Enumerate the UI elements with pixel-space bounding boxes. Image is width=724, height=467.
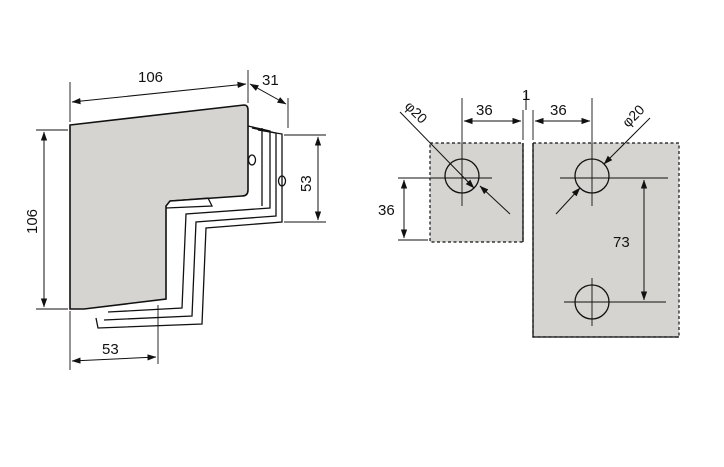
dim-label-right-height: 53 (298, 175, 315, 192)
hinge-back-layer-3 (95, 129, 283, 329)
glass-cutout-view: φ20 φ20 36 1 36 36 73 (378, 87, 680, 338)
dim-label-left-height: 106 (24, 209, 41, 234)
dim-label-hole-spacing: 73 (613, 234, 630, 251)
dim-line-depth (249, 83, 287, 105)
dim-label-vertical-offset: 36 (378, 202, 395, 219)
dim-label-offset-left: 36 (476, 102, 493, 119)
hinge-side-view: 106 31 106 53 53 (24, 69, 326, 370)
dim-line-bottom-width (71, 354, 157, 364)
hole-right-leader (603, 117, 651, 165)
hole-right-leader-2 (555, 187, 581, 215)
glass-panel-right (532, 142, 680, 338)
hinge-back-layer-1 (107, 125, 271, 313)
dim-label-bottom-width: 53 (102, 341, 119, 358)
dim-line-top-width (71, 81, 247, 105)
glass-panel-right-edge (532, 143, 679, 338)
dim-label-top-width: 106 (138, 69, 163, 86)
dim-label-depth: 31 (262, 72, 279, 89)
glass-panel-left (429, 142, 524, 243)
dim-label-gap: 1 (522, 87, 530, 104)
hole-left-diameter-label: φ20 (402, 98, 431, 127)
hole-left-leader (399, 111, 475, 189)
hole-right-diameter-label: φ20 (619, 101, 648, 130)
hinge-back-layer-2 (103, 127, 277, 321)
dim-label-offset-right: 36 (550, 102, 567, 119)
hinge-screw-hole-lower (277, 175, 287, 187)
hole-left-leader-2 (479, 185, 511, 215)
hinge-screw-hole-upper (247, 154, 257, 166)
hinge-front-body (69, 104, 249, 310)
hinge-body-step (165, 197, 214, 209)
